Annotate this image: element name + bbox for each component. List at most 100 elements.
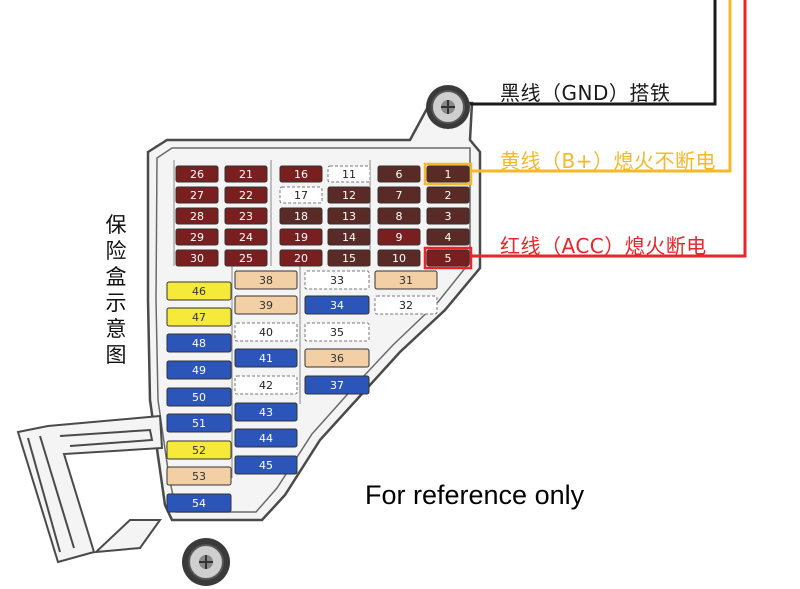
fuse-number: 29 xyxy=(190,231,204,244)
fuse-8: 8 xyxy=(377,207,421,225)
fuse-number: 7 xyxy=(396,189,403,202)
fuse-10: 10 xyxy=(377,249,421,267)
acc-wire-label: 红线（ACC）熄火断电 xyxy=(500,234,707,258)
fuse-2: 2 xyxy=(426,186,470,204)
fuse-body xyxy=(426,249,470,267)
fuse-body xyxy=(166,360,232,380)
fuse-44: 44 xyxy=(234,428,298,448)
fuse-body xyxy=(234,375,298,395)
fuse-body xyxy=(377,228,421,246)
fuse-body xyxy=(166,281,232,301)
fuse-number: 14 xyxy=(342,231,356,244)
fuse-number: 46 xyxy=(192,285,206,298)
fuse-body xyxy=(279,228,323,246)
fuse-5: 5 xyxy=(426,249,470,267)
fuse-body xyxy=(166,307,232,327)
fuse-47: 47 xyxy=(166,307,232,327)
fuse-body xyxy=(304,295,370,315)
fuse-number: 26 xyxy=(190,168,204,181)
fuse-48: 48 xyxy=(166,333,232,353)
fuse-number: 12 xyxy=(342,189,356,202)
side-connector xyxy=(16,414,164,564)
fuse-number: 9 xyxy=(396,231,403,244)
fuse-body xyxy=(175,228,219,246)
fuse-body xyxy=(166,466,232,486)
fuse-number: 52 xyxy=(192,444,206,457)
fuse-body xyxy=(224,186,268,204)
fuse-3: 3 xyxy=(426,207,470,225)
fuse-18: 18 xyxy=(279,207,323,225)
fuse-number: 20 xyxy=(294,252,308,265)
fuse-number: 13 xyxy=(342,210,356,223)
fuse-body xyxy=(166,387,232,407)
fuse-53: 53 xyxy=(166,466,232,486)
fuse-body xyxy=(175,186,219,204)
fuse-body xyxy=(279,207,323,225)
fuse-number: 21 xyxy=(239,168,253,181)
fuse-50: 50 xyxy=(166,387,232,407)
fuse-46: 46 xyxy=(166,281,232,301)
fuse-22: 22 xyxy=(224,186,268,204)
fuse-number: 28 xyxy=(190,210,204,223)
fuse-body xyxy=(166,493,232,513)
wire-acc xyxy=(470,0,747,258)
fuse-6: 6 xyxy=(377,165,421,183)
fuse-34: 34 xyxy=(304,295,370,315)
fuse-number: 33 xyxy=(330,274,344,287)
fuse-body xyxy=(327,165,371,183)
fuse-51: 51 xyxy=(166,413,232,433)
fuse-body xyxy=(304,270,370,290)
fuse-1-highlight xyxy=(423,162,473,186)
fuse-body xyxy=(279,165,323,183)
fuse-number: 3 xyxy=(445,210,452,223)
fuse-body xyxy=(327,228,371,246)
fuse-5-highlight xyxy=(423,246,473,270)
fuse-12: 12 xyxy=(327,186,371,204)
fuse-number: 8 xyxy=(396,210,403,223)
fuse-31: 31 xyxy=(374,270,438,290)
fuse-body xyxy=(377,186,421,204)
fuse-body xyxy=(327,207,371,225)
fuse-number: 36 xyxy=(330,352,344,365)
fuse-body xyxy=(327,249,371,267)
fuse-54: 54 xyxy=(166,493,232,513)
fuse-number: 16 xyxy=(294,168,308,181)
fuse-body xyxy=(234,402,298,422)
fuse-24: 24 xyxy=(224,228,268,246)
fuse-number: 32 xyxy=(399,299,413,312)
fuse-body xyxy=(234,270,298,290)
fuse-body xyxy=(374,270,438,290)
fuse-body xyxy=(234,295,298,315)
fuse-number: 1 xyxy=(445,168,452,181)
fuse-41: 41 xyxy=(234,348,298,368)
bplus-wire-label: 黄线（B+）熄火不断电 xyxy=(500,149,716,173)
wire-gnd xyxy=(470,0,717,106)
fuse-number: 53 xyxy=(192,470,206,483)
fuse-33: 33 xyxy=(304,270,370,290)
fuse-body xyxy=(377,165,421,183)
fuse-number: 4 xyxy=(445,231,452,244)
fuse-number: 34 xyxy=(330,299,344,312)
fuse-1: 1 xyxy=(426,165,470,183)
fuse-4: 4 xyxy=(426,228,470,246)
fuse-number: 24 xyxy=(239,231,253,244)
fuse-17: 17 xyxy=(279,186,323,204)
fuse-body xyxy=(304,348,370,368)
fuse-16: 16 xyxy=(279,165,323,183)
screw-top xyxy=(426,85,470,129)
wire-bplus xyxy=(470,0,732,173)
fuse-body xyxy=(327,186,371,204)
fuse-number: 39 xyxy=(259,299,273,312)
fuse-number: 43 xyxy=(259,406,273,419)
fuse-number: 35 xyxy=(330,326,344,339)
fuse-number: 45 xyxy=(259,459,273,472)
fuse-body xyxy=(224,249,268,267)
fuse-39: 39 xyxy=(234,295,298,315)
fuse-38: 38 xyxy=(234,270,298,290)
fuse-number: 11 xyxy=(342,168,356,181)
fuse-number: 19 xyxy=(294,231,308,244)
fuse-36: 36 xyxy=(304,348,370,368)
fuse-body xyxy=(234,322,298,342)
fuse-number: 5 xyxy=(445,252,452,265)
